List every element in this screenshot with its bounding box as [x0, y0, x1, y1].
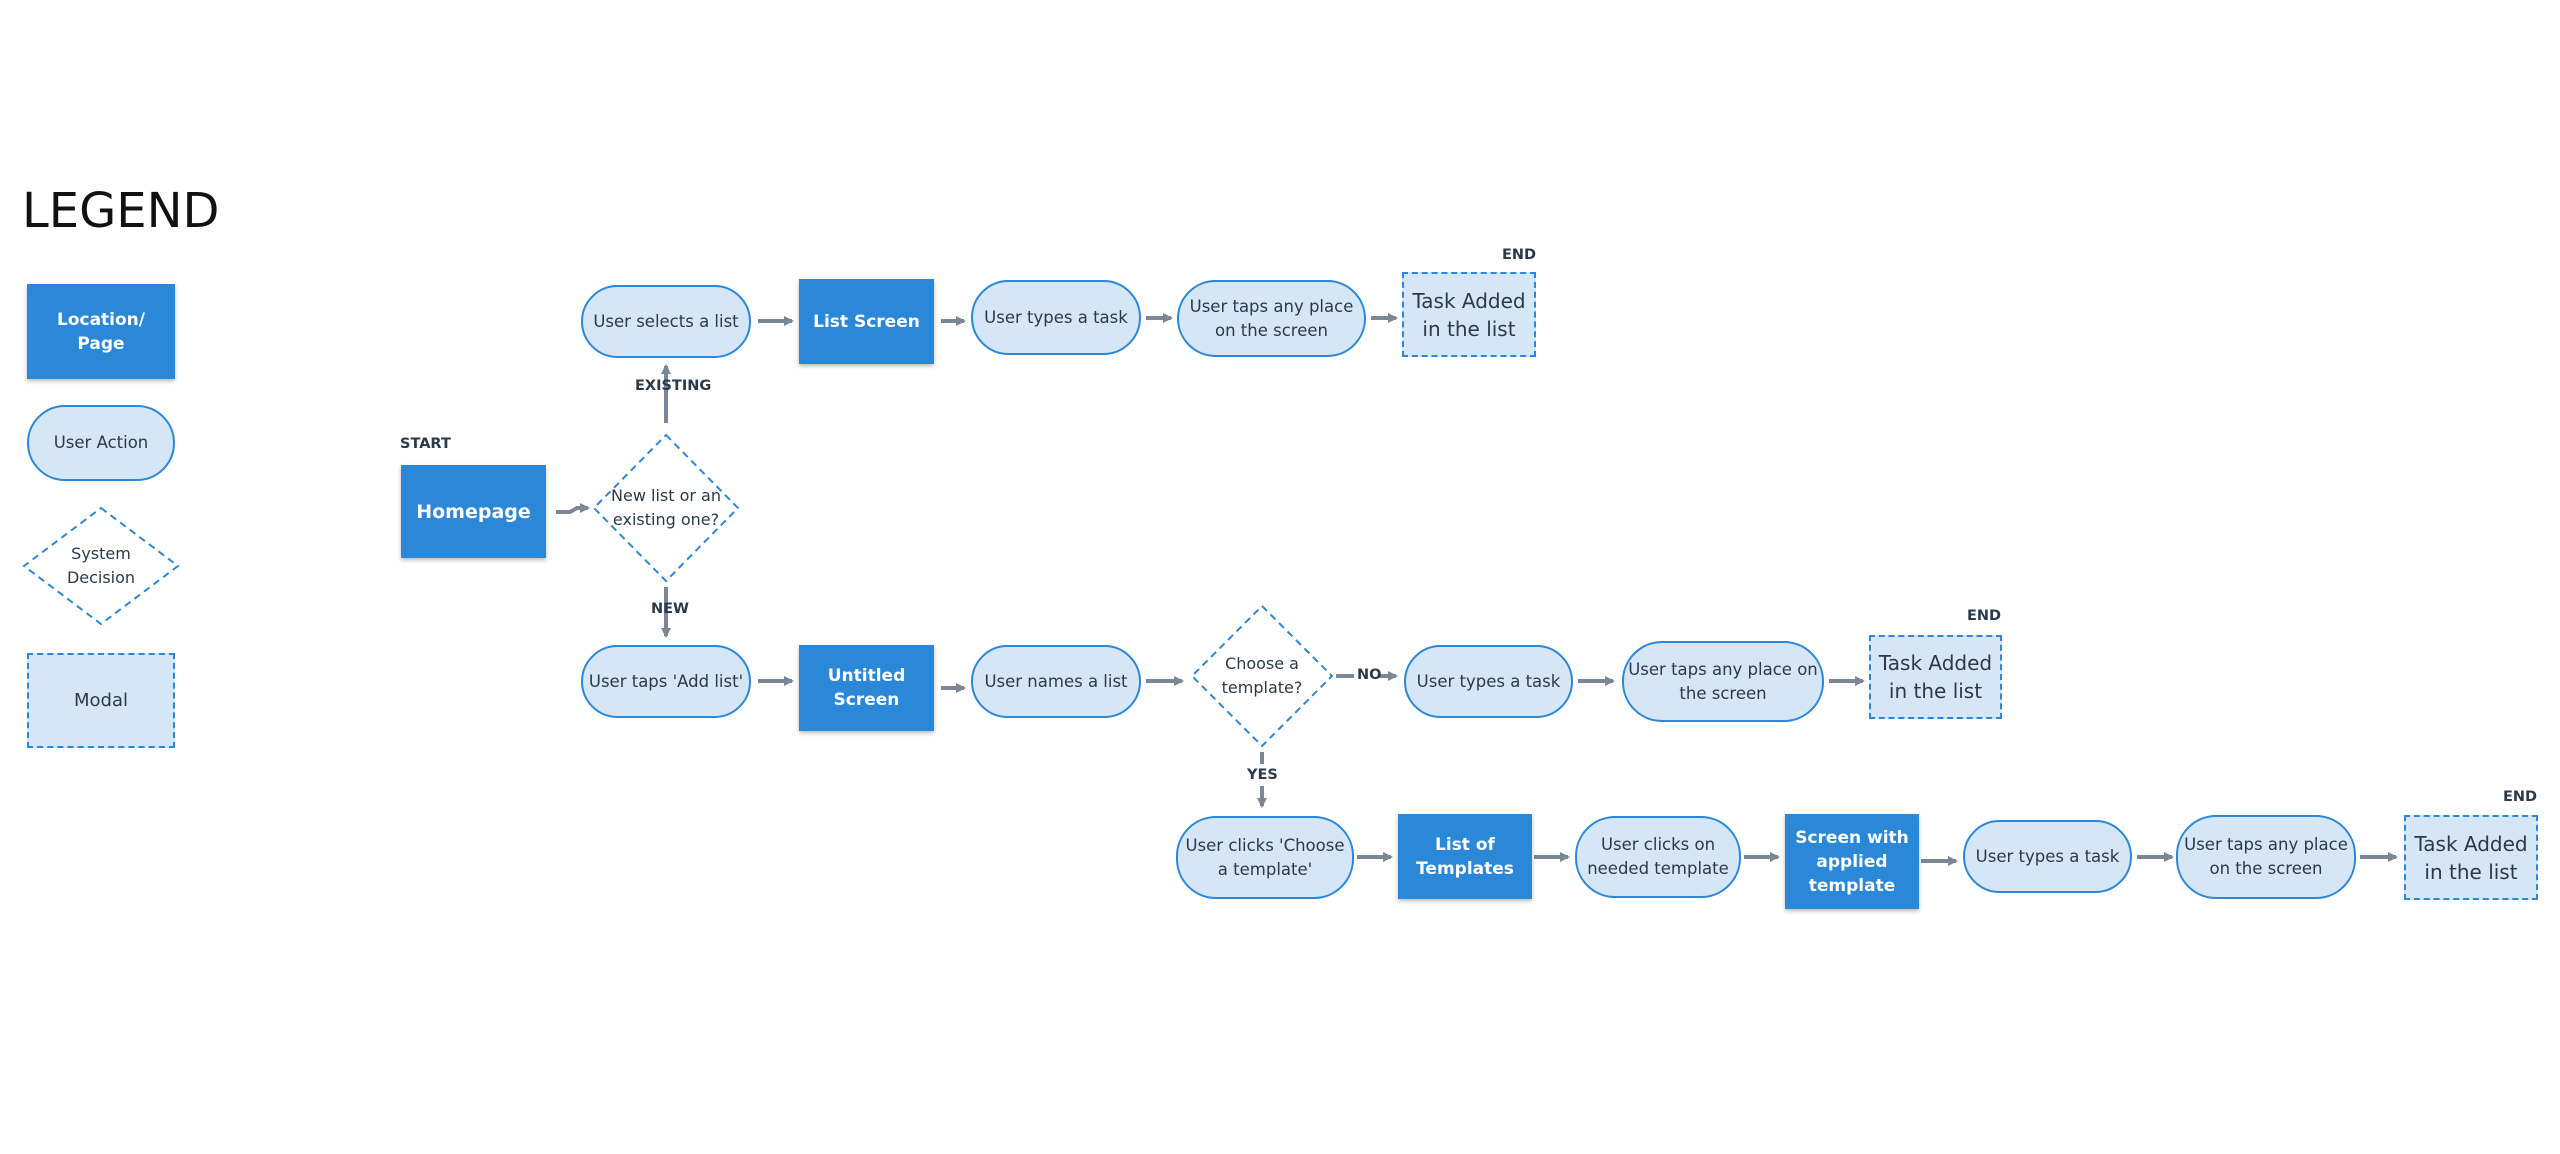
- legend-user-action: User Action: [27, 405, 175, 481]
- legend-title: LEGEND: [22, 183, 220, 239]
- task-added-1-node: Task Added in the list: [1402, 272, 1536, 357]
- screen-with-template-node: Screen with applied template: [1785, 814, 1919, 909]
- user-taps-any-3-node: User taps any place on the screen: [2176, 815, 2356, 899]
- new-label: NEW: [651, 601, 690, 617]
- legend-location-page: Location/ Page: [27, 284, 175, 379]
- list-screen-node: List Screen: [799, 279, 934, 364]
- user-types-task-3-node: User types a task: [1963, 820, 2132, 893]
- start-label: START: [400, 436, 451, 452]
- homepage-node: Homepage: [401, 465, 546, 558]
- end-label-3: END: [2503, 789, 2538, 805]
- end-label-2: END: [1967, 608, 2002, 624]
- legend-system-decision: System Decision: [66, 544, 136, 587]
- user-taps-add-list-node: User taps 'Add list': [581, 645, 751, 718]
- existing-label: EXISTING: [635, 378, 712, 394]
- user-clicks-needed-template-node: User clicks on needed template: [1575, 816, 1741, 898]
- decision-template-shape: [1190, 604, 1334, 748]
- untitled-screen-node: Untitled Screen: [799, 645, 934, 731]
- end-label-1: END: [1502, 247, 1537, 263]
- decision-new-or-existing-shape: [592, 433, 740, 583]
- decision-new-or-existing: New list or an existing one?: [611, 486, 721, 529]
- arrow-homepage-to-decision: [556, 503, 590, 514]
- legend-modal: Modal: [27, 653, 175, 748]
- user-names-list-node: User names a list: [971, 645, 1141, 718]
- task-added-2-node: Task Added in the list: [1869, 635, 2002, 719]
- legend-decision-shape: [22, 506, 180, 626]
- user-taps-any-1-node: User taps any place on the screen: [1177, 280, 1366, 357]
- list-of-templates-node: List of Templates: [1398, 814, 1532, 899]
- user-selects-list-node: User selects a list: [581, 285, 751, 358]
- no-label: NO: [1357, 667, 1382, 683]
- task-added-3-node: Task Added in the list: [2404, 815, 2538, 900]
- user-types-task-1-node: User types a task: [971, 280, 1141, 355]
- user-clicks-choose-template-node: User clicks 'Choose a template': [1176, 816, 1354, 899]
- user-taps-any-2-node: User taps any place on the screen: [1622, 641, 1824, 722]
- yes-label: YES: [1247, 767, 1278, 783]
- user-types-task-2-node: User types a task: [1404, 645, 1573, 718]
- decision-template: Choose a template?: [1221, 654, 1303, 697]
